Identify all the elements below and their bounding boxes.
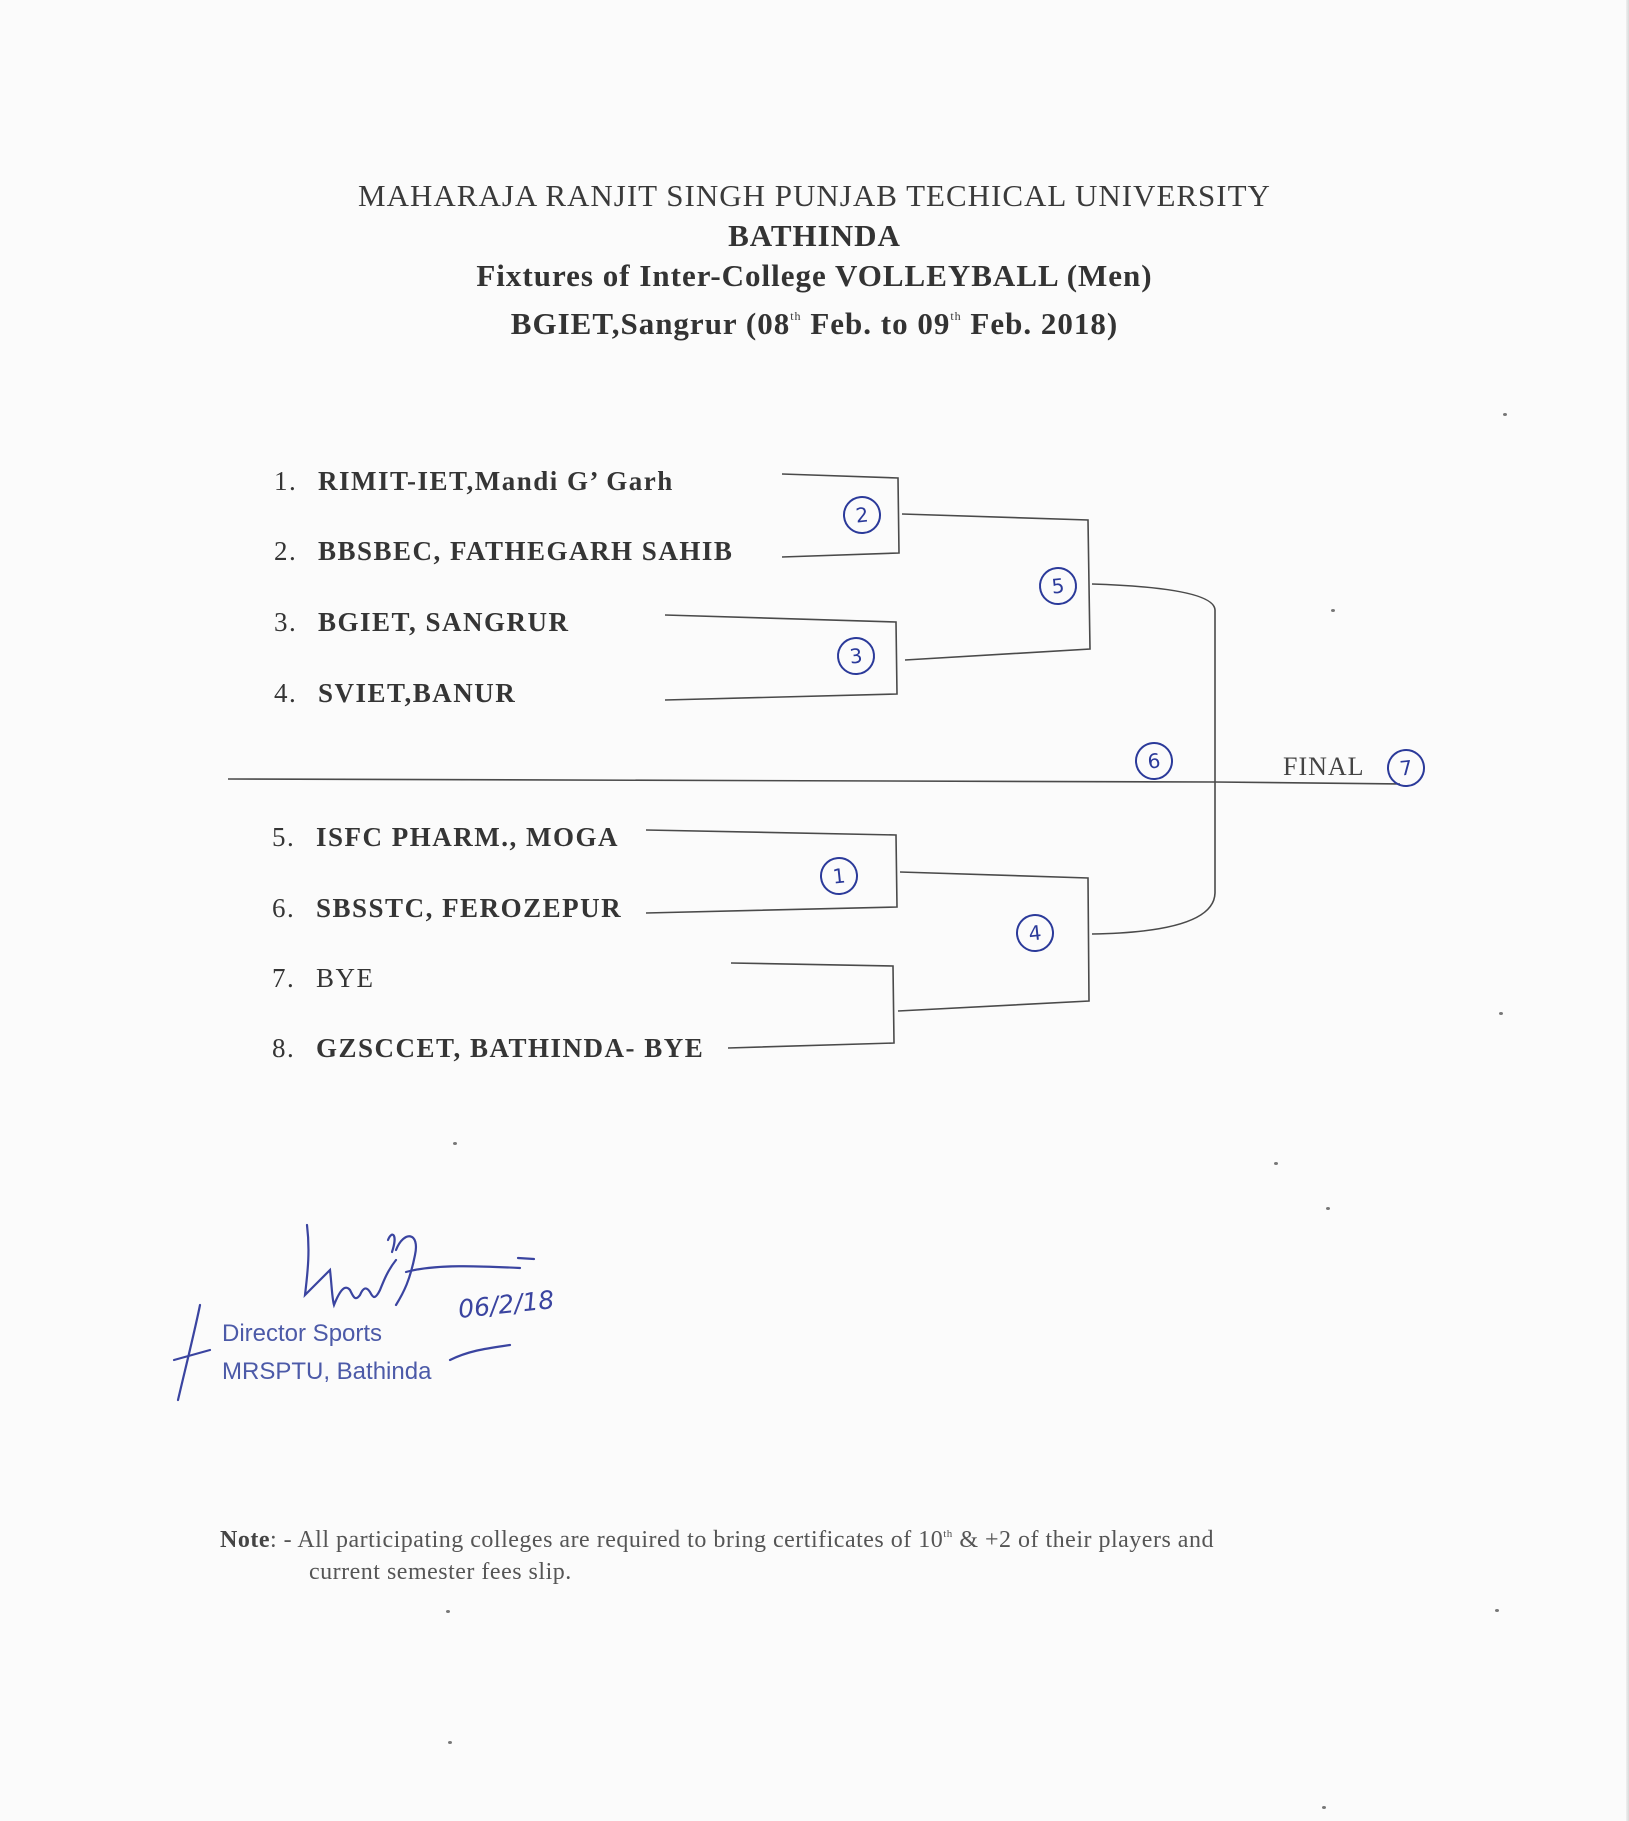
team-name: BBSBEC, FATHEGARH SAHIB — [318, 536, 734, 566]
scan-speck — [446, 1610, 450, 1613]
team-name: BYE — [316, 963, 375, 993]
page-edge — [1626, 0, 1629, 1821]
team-number: 6. — [272, 893, 296, 923]
ordinal-suffix: th — [790, 309, 802, 323]
team-number: 4. — [274, 678, 298, 708]
team-number: 5. — [272, 822, 296, 852]
bracket-line — [645, 829, 898, 914]
scan-speck — [453, 1142, 457, 1145]
document-header: MAHARAJA RANJIT SINGH PUNJAB TECHICAL UN… — [0, 176, 1629, 344]
bracket-line — [1091, 583, 1216, 935]
signatory: Director Sports MRSPTU, Bathinda — [222, 1315, 431, 1391]
team-5: 5. ISFC PHARM., MOGA — [272, 822, 619, 853]
signature-scribble — [172, 1223, 536, 1402]
signatory-organization: MRSPTU, Bathinda — [222, 1358, 432, 1385]
venue-dates: BGIET,Sangrur (08th Feb. to 09th Feb. 20… — [0, 296, 1629, 344]
ordinal-suffix: th — [950, 309, 962, 323]
team-1: 1. RIMIT-IET,Mandi G’ Garh — [274, 466, 674, 497]
team-number: 1. — [274, 466, 298, 496]
venue-dates-suffix: Feb. 2018) — [961, 306, 1119, 341]
team-number: 8. — [272, 1033, 296, 1063]
scan-speck — [1495, 1609, 1499, 1612]
bracket-line — [727, 962, 895, 1049]
bracket-line — [781, 473, 900, 558]
final-label: FINAL — [1283, 752, 1365, 781]
fixtures-title: Fixtures of Inter-College VOLLEYBALL (Me… — [476, 258, 1153, 293]
team-6: 6. SBSSTC, FEROZEPUR — [272, 893, 622, 924]
bracket-line — [901, 513, 1091, 661]
team-name: ISFC PHARM., MOGA — [316, 822, 619, 852]
team-name: SVIET,BANUR — [318, 678, 517, 708]
team-number: 7. — [272, 963, 296, 993]
bracket-line — [664, 614, 898, 701]
divider-line — [227, 778, 1401, 785]
note-text: : - All participating colleges are requi… — [269, 1527, 944, 1553]
scan-speck — [1331, 609, 1335, 612]
team-number: 2. — [274, 536, 298, 566]
team-3: 3. BGIET, SANGRUR — [274, 607, 570, 638]
university-name: MAHARAJA RANJIT SINGH PUNJAB TECHICAL UN… — [358, 178, 1271, 213]
city-name: BATHINDA — [728, 218, 901, 253]
note-text-continued: current semester fees slip. — [309, 1559, 572, 1585]
venue-dates-middle: Feb. to 09 — [801, 306, 951, 341]
team-number: 3. — [274, 607, 298, 637]
note-text: & +2 of their players and — [952, 1527, 1214, 1553]
scan-speck — [448, 1741, 452, 1744]
team-8: 8. GZSCCET, BATHINDA- BYE — [272, 1033, 704, 1064]
team-7: 7. BYE — [272, 963, 375, 994]
scan-speck — [1322, 1806, 1326, 1809]
scan-speck — [1499, 1012, 1503, 1015]
signatory-title: Director Sports — [222, 1320, 383, 1347]
scan-speck — [1503, 413, 1507, 416]
scan-speck — [1326, 1207, 1330, 1210]
team-name: GZSCCET, BATHINDA- BYE — [316, 1033, 705, 1063]
team-name: BGIET, SANGRUR — [318, 607, 570, 637]
venue-dates-prefix: BGIET,Sangrur (08 — [510, 306, 791, 341]
note-label: Note — [220, 1527, 270, 1553]
ordinal-suffix: th — [943, 1528, 953, 1540]
team-4: 4. SVIET,BANUR — [274, 678, 516, 709]
team-name: SBSSTC, FEROZEPUR — [316, 893, 623, 923]
team-name: RIMIT-IET,Mandi G’ Garh — [318, 466, 674, 496]
team-2: 2. BBSBEC, FATHEGARH SAHIB — [274, 536, 733, 567]
bracket-line — [897, 871, 1090, 1012]
scan-speck — [1274, 1162, 1278, 1165]
note: Note: - All participating colleges are r… — [220, 1518, 1370, 1588]
